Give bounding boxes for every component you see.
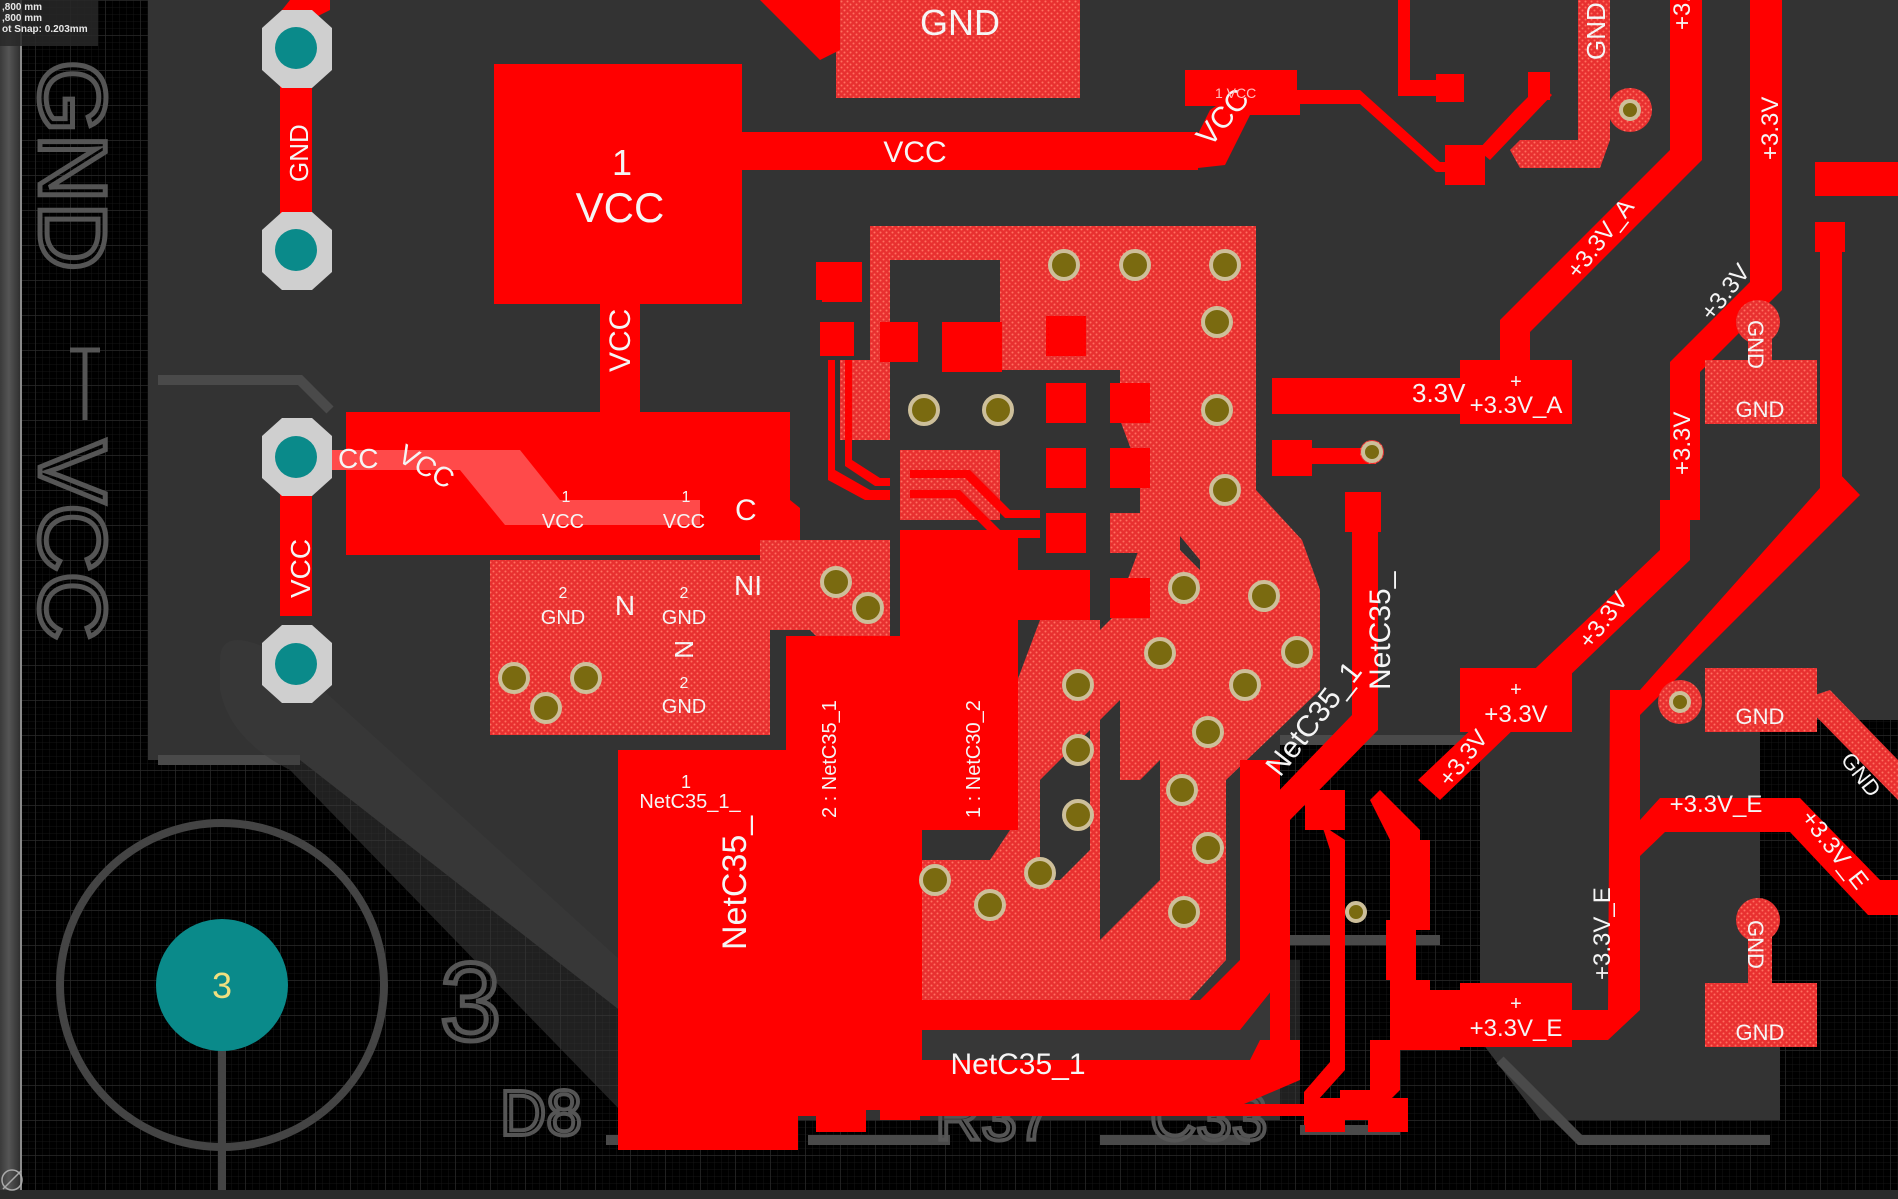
netc35-1-h: NetC35_1 xyxy=(950,1048,1085,1081)
board-edge-left xyxy=(0,0,22,1199)
gnd-pad-3: GND xyxy=(1736,1020,1785,1045)
pad1-vcc-b-num: 1 xyxy=(682,489,691,506)
p33-v3: +3.3V xyxy=(1669,412,1696,475)
pad2-gnd-c-net: GND xyxy=(662,696,706,718)
pad2-gnd-c-num: 2 xyxy=(680,675,689,692)
vcc-h-label: VCC xyxy=(883,136,946,169)
p33a-plus: + xyxy=(1510,371,1522,393)
board-edge-bottom xyxy=(0,1190,1898,1199)
netc35-v-top: NetC35_ xyxy=(1364,570,1397,690)
p33-frag: 3.3V xyxy=(1412,378,1466,408)
pad2-gnd-a-net: GND xyxy=(541,607,585,629)
p33-v1: +3.3V xyxy=(1757,97,1784,160)
vcc-small-label: 1 VCC xyxy=(1215,85,1256,101)
hud-line-3: ot Snap: 0.203mm xyxy=(2,24,88,35)
vcc-c-label: C xyxy=(735,494,757,527)
netc35-v-big: NetC35_ xyxy=(716,815,754,950)
silk-ref-d8: D8 xyxy=(500,1077,582,1149)
gnd-pad-2: GND xyxy=(1736,704,1785,729)
pad2-gnd-a-num: 2 xyxy=(559,585,568,602)
pad2-gnd-b-num: 2 xyxy=(680,585,689,602)
vcc-v-label: VCC xyxy=(604,309,637,372)
hole-number: 3 xyxy=(212,965,232,1006)
via-gnd-pair[interactable] xyxy=(262,10,332,290)
pad1-vcc-b-net: VCC xyxy=(663,511,705,533)
n-left-label: N xyxy=(615,590,635,621)
netc30-2-side: 1 : NetC30_2 xyxy=(963,700,985,818)
n-vert-label: N xyxy=(669,640,699,659)
gnd-top-right: GND xyxy=(1581,2,1611,60)
vcc-big-num: 1 xyxy=(612,142,632,183)
p33e-h: +3.3V_E xyxy=(1670,791,1763,818)
p33-plus: + xyxy=(1510,679,1522,701)
silk-vcc-vertical: VCC xyxy=(19,440,125,641)
gnd-via-link: GND xyxy=(284,124,314,182)
p33a-net: +3.3V_A xyxy=(1470,392,1563,419)
vias[interactable] xyxy=(262,0,332,703)
netc35-1-num: 1 xyxy=(681,772,691,792)
coordinate-hud: ,800 mm ,800 mm ot Snap: 0.203mm xyxy=(0,0,98,46)
netc35-1-net: NetC35_1_ xyxy=(639,791,741,813)
gnd-vert-b: GND xyxy=(1743,920,1768,969)
pad2-gnd-b-net: GND xyxy=(662,607,706,629)
gnd-pad-1: GND xyxy=(1736,397,1785,422)
mounting-hole[interactable]: 3 xyxy=(56,819,388,1199)
via-vcc-pair[interactable] xyxy=(262,418,332,703)
silk-gnd-vertical: GND xyxy=(19,60,125,271)
pad1-vcc-a-num: 1 xyxy=(562,489,571,506)
silk-big-3: 3 xyxy=(440,941,501,1064)
vcc-big-net: VCC xyxy=(576,184,665,231)
board-edge-line xyxy=(20,0,22,1199)
gnd-top-label: GND xyxy=(920,2,1000,43)
origin-marker-icon xyxy=(1,1169,23,1191)
n-right-label: NI xyxy=(734,570,762,601)
plated-pads[interactable] xyxy=(498,99,1691,928)
p33e-v: +3.3V_E xyxy=(1589,887,1616,980)
pad1-vcc-a-net: VCC xyxy=(542,511,584,533)
silk-separator xyxy=(70,347,100,420)
hud-line-2: ,800 mm xyxy=(2,13,43,24)
hud-line-1: ,800 mm xyxy=(2,2,43,13)
p33e-net: +3.3V_E xyxy=(1470,1015,1563,1042)
p33-net: +3.3V xyxy=(1484,701,1547,728)
p33e-plus: + xyxy=(1510,993,1522,1015)
p33-v2: +3.3V xyxy=(1669,0,1696,30)
gnd-vert-a: GND xyxy=(1743,320,1768,369)
vcc-left-a: CC xyxy=(338,443,378,474)
netc35-1-side: 2 : NetC35_1 xyxy=(819,700,841,818)
vcc-via-link: VCC xyxy=(285,539,316,598)
